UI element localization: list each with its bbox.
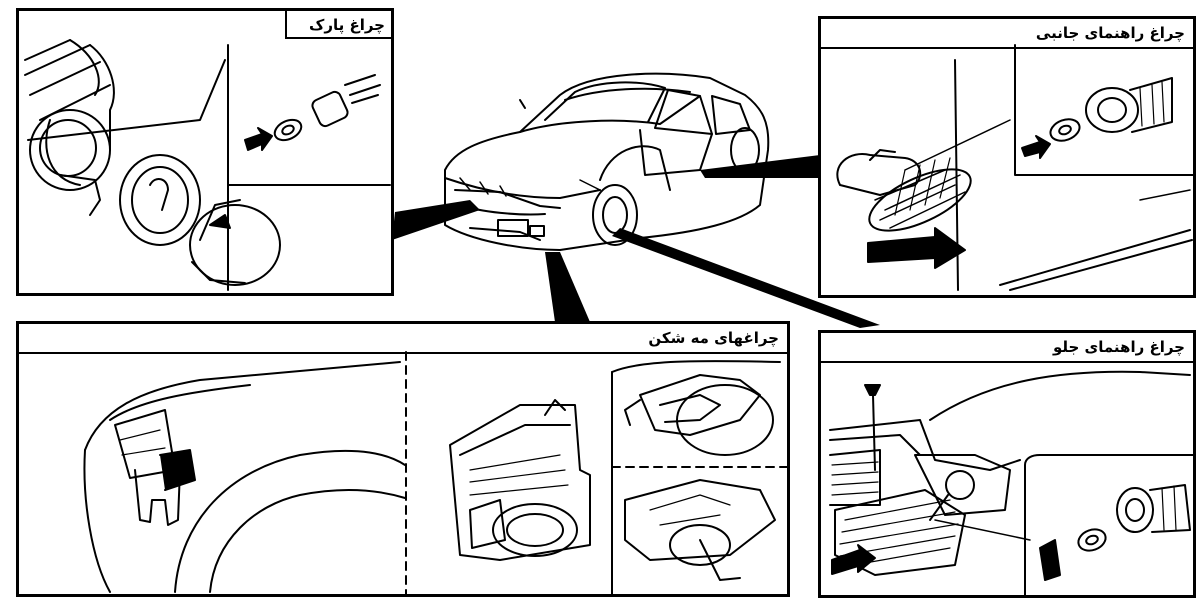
park-light-panel: چراغ پارک [16,8,394,296]
beam-park [392,200,480,240]
connector-beams [392,155,880,328]
panel-title-fog-lights: چراغهای مه شکن [19,324,787,354]
panel-title-side-turn-signal: چراغ راهنمای جانبی [821,19,1193,49]
beam-side [700,155,820,178]
panel-title-front-turn-signal: چراغ راهنمای جلو [821,333,1193,363]
panel-title-park-light: چراغ پارک [285,11,391,39]
side-turn-signal-panel: چراغ راهنمای جانبی [818,16,1196,298]
car-illustration [445,74,768,250]
front-turn-signal-panel: چراغ راهنمای جلو [818,330,1196,598]
beam-fog [545,252,590,322]
fog-lights-panel: چراغهای مه شکن [16,321,790,597]
